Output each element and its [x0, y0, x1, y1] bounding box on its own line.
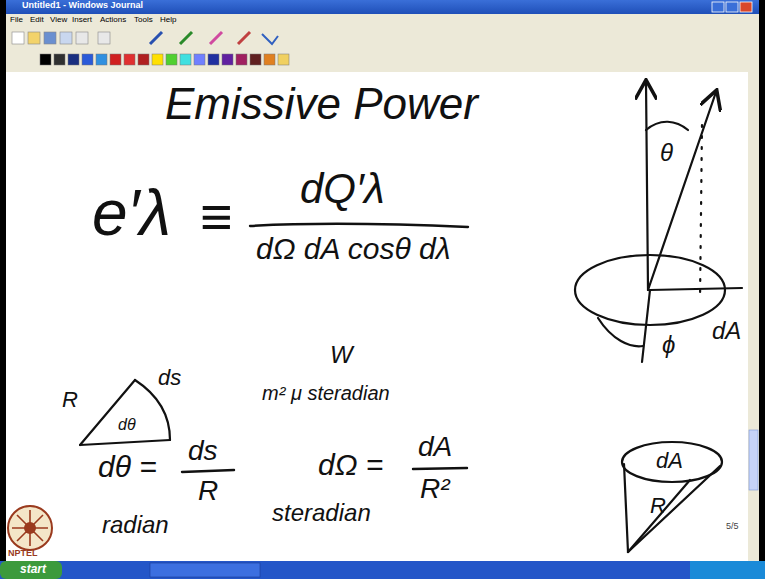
menu-item: Tools [134, 16, 153, 25]
menu-item: Help [160, 16, 176, 25]
unit-label: steradian [272, 500, 371, 526]
area-label: dA [712, 318, 741, 344]
window-title: Untitled1 - Windows Journal [22, 1, 143, 11]
symbol-label: R [198, 476, 218, 507]
unit-label: m² μ steradian [262, 382, 390, 404]
arc-label: ds [158, 366, 181, 390]
radius-label: R [650, 494, 666, 518]
symbol-label: ds [188, 436, 218, 467]
handwritten-title: Emissive Power [165, 80, 478, 128]
unit-label: radian [102, 512, 169, 538]
symbol-label: e′λ [92, 178, 171, 248]
radius-label: R [62, 388, 78, 412]
menu-item: Insert [72, 16, 92, 25]
menu-item: File [10, 16, 23, 25]
angle-label: ϕ [662, 332, 675, 358]
unit-label: W [330, 342, 353, 368]
angle-label: dθ [118, 416, 136, 434]
symbol-label: ≡ [200, 186, 233, 248]
symbol-label: dθ = [98, 450, 157, 483]
logo-text: NPTEL [8, 549, 38, 559]
symbol-label: dA [418, 432, 452, 463]
menu-item: Edit [30, 16, 44, 25]
menu-item: View [50, 16, 67, 25]
menu-item: Actions [100, 16, 126, 25]
angle-label: θ [660, 140, 673, 166]
symbol-label: dQ′λ [300, 166, 385, 212]
symbol-label: dΩ = [318, 448, 383, 481]
area-label: dA [656, 449, 683, 473]
start-button: start [20, 563, 46, 576]
symbol-label: R² [420, 474, 450, 505]
symbol-label: dΩ dA cosθ dλ [256, 232, 451, 265]
page-number: 5/5 [726, 522, 739, 532]
